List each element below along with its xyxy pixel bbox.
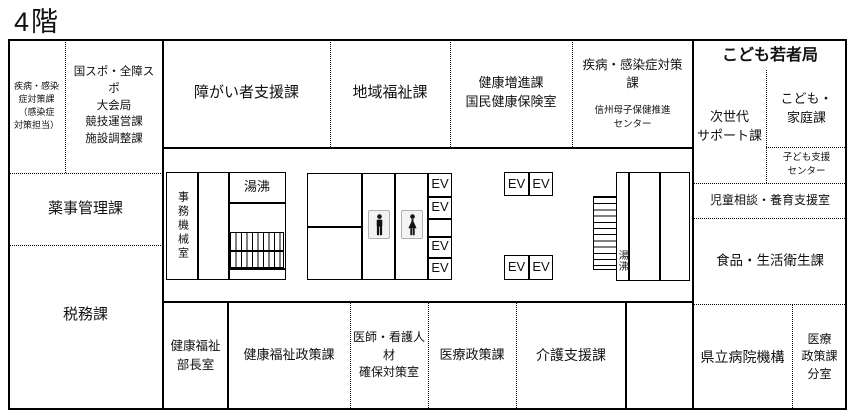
partition-shogai-chiiki <box>330 39 331 147</box>
room-pharmaceutical-affairs: 薬事管理課 <box>47 200 123 218</box>
room-kodomo-katei: こども・ 家庭課 <box>780 90 833 125</box>
partition-kenritsu-bunshitsu <box>792 304 793 410</box>
room-medical-policy: 医療政策課 <box>439 347 505 363</box>
partition-yakuji-top <box>8 173 163 174</box>
room-prefectural-hospital: 県立病院機構 <box>700 348 785 365</box>
elevator-label: EV <box>507 175 526 191</box>
room-medical-policy-branch: 医療 政策課 分室 <box>801 331 838 381</box>
ev-stack-line1 <box>427 196 452 198</box>
restroom-divider1 <box>361 173 363 280</box>
wall-director-room <box>227 301 229 410</box>
elevator-label: EV <box>431 176 449 192</box>
kodomo-bureau-header: こども若者局 <box>721 47 818 65</box>
stairs-left <box>229 232 284 268</box>
room-disease-control: 疾病・感染 症対策課 （感染症 対策担当） <box>13 80 59 131</box>
partition-iryo-kaigo <box>516 301 517 410</box>
wall-top-row-bottom <box>162 147 694 149</box>
wall-empty-cell <box>625 301 627 410</box>
partition-jido-shokuhin <box>693 218 847 219</box>
page-title: 4階 <box>14 7 61 37</box>
elevator-label: EV <box>507 259 526 275</box>
room-care-support: 介護支援課 <box>536 347 606 364</box>
core-block-left-divider1 <box>197 172 199 280</box>
stairs-right <box>593 196 617 270</box>
room-food-hygiene: 食品・生活衛生課 <box>716 253 824 269</box>
room-health-welfare-director: 健康福祉 部長室 <box>170 339 221 372</box>
woman-restroom-icon <box>407 213 417 235</box>
mens-restroom-chip <box>368 210 390 239</box>
womens-restroom-chip <box>401 210 423 239</box>
stairs-left-landing-line <box>230 250 283 252</box>
partition-jido-top <box>693 183 847 184</box>
hot-water-left-label: 湯沸 <box>243 178 270 194</box>
partition-chiiki-kenko <box>450 39 451 147</box>
room-health-welfare-policy: 健康福祉政策課 <box>243 347 335 363</box>
partition-shokuhin-kenritsu <box>693 304 847 305</box>
partition-kenko-shippei <box>572 39 573 147</box>
ev-stack-line4 <box>427 257 452 259</box>
core-block-left-hline <box>228 202 286 204</box>
room-infectious-disease-sub: 信州母子保健推進 センター <box>594 105 671 130</box>
room-tax-division: 税務課 <box>62 306 108 324</box>
partition-jisedai-kodomokatei <box>766 70 767 183</box>
room-doctor-nurse-hr: 医師・看護人 材 確保対策室 <box>352 330 425 380</box>
partition-ishi-iryo <box>428 301 429 410</box>
wall-left-column <box>162 39 164 410</box>
partition-disease-kokuspo <box>65 39 66 173</box>
elevator-label: EV <box>431 260 449 276</box>
ev-pair-bottom-divider <box>528 255 530 280</box>
core-block-right-divider2 <box>659 172 661 281</box>
ev-pair-top-divider <box>528 172 530 196</box>
hot-water-right-label: 湯沸 <box>616 249 628 272</box>
restroom-divider2 <box>394 173 396 280</box>
room-infectious-disease: 疾病・感染症対策 課 <box>582 57 683 90</box>
core-block-left-divider2 <box>228 172 230 280</box>
core-block-left-hline2 <box>228 268 286 270</box>
restroom-ev-divider <box>427 173 429 280</box>
room-kodomo-shien-center: 子ども支援 センター <box>782 152 831 177</box>
partition-seisaku-ishi <box>350 301 351 410</box>
elevator-label: EV <box>532 259 550 275</box>
office-machine-room-label: 事務機械室 <box>176 191 189 261</box>
room-kokuspo: 国スポ・全障ス ポ 大会局 競技運営課 施設調整課 <box>73 66 155 145</box>
ev-stack-line3 <box>427 236 452 238</box>
room-next-generation-support: 次世代 サポート課 <box>696 108 762 143</box>
outer-wall <box>8 39 847 410</box>
room-regional-welfare: 地域福祉課 <box>352 84 428 102</box>
restroom-left-hline <box>307 226 361 228</box>
room-child-consultation: 児童相談・養育支援室 <box>709 192 830 207</box>
elevator-label: EV <box>431 238 449 254</box>
man-restroom-icon <box>376 213 382 235</box>
partition-kodomokatei-shien <box>766 147 847 148</box>
ev-stack-line2 <box>427 218 452 220</box>
wall-right-column <box>692 39 694 410</box>
elevator-label: EV <box>431 198 449 214</box>
elevator-label: EV <box>532 175 550 191</box>
room-health-promotion: 健康増進課 国民健康保険室 <box>465 75 557 109</box>
room-disability-support: 障がい者支援課 <box>193 84 299 102</box>
partition-yakuji-zeimu <box>8 245 163 246</box>
core-block-right-divider1 <box>628 172 630 281</box>
